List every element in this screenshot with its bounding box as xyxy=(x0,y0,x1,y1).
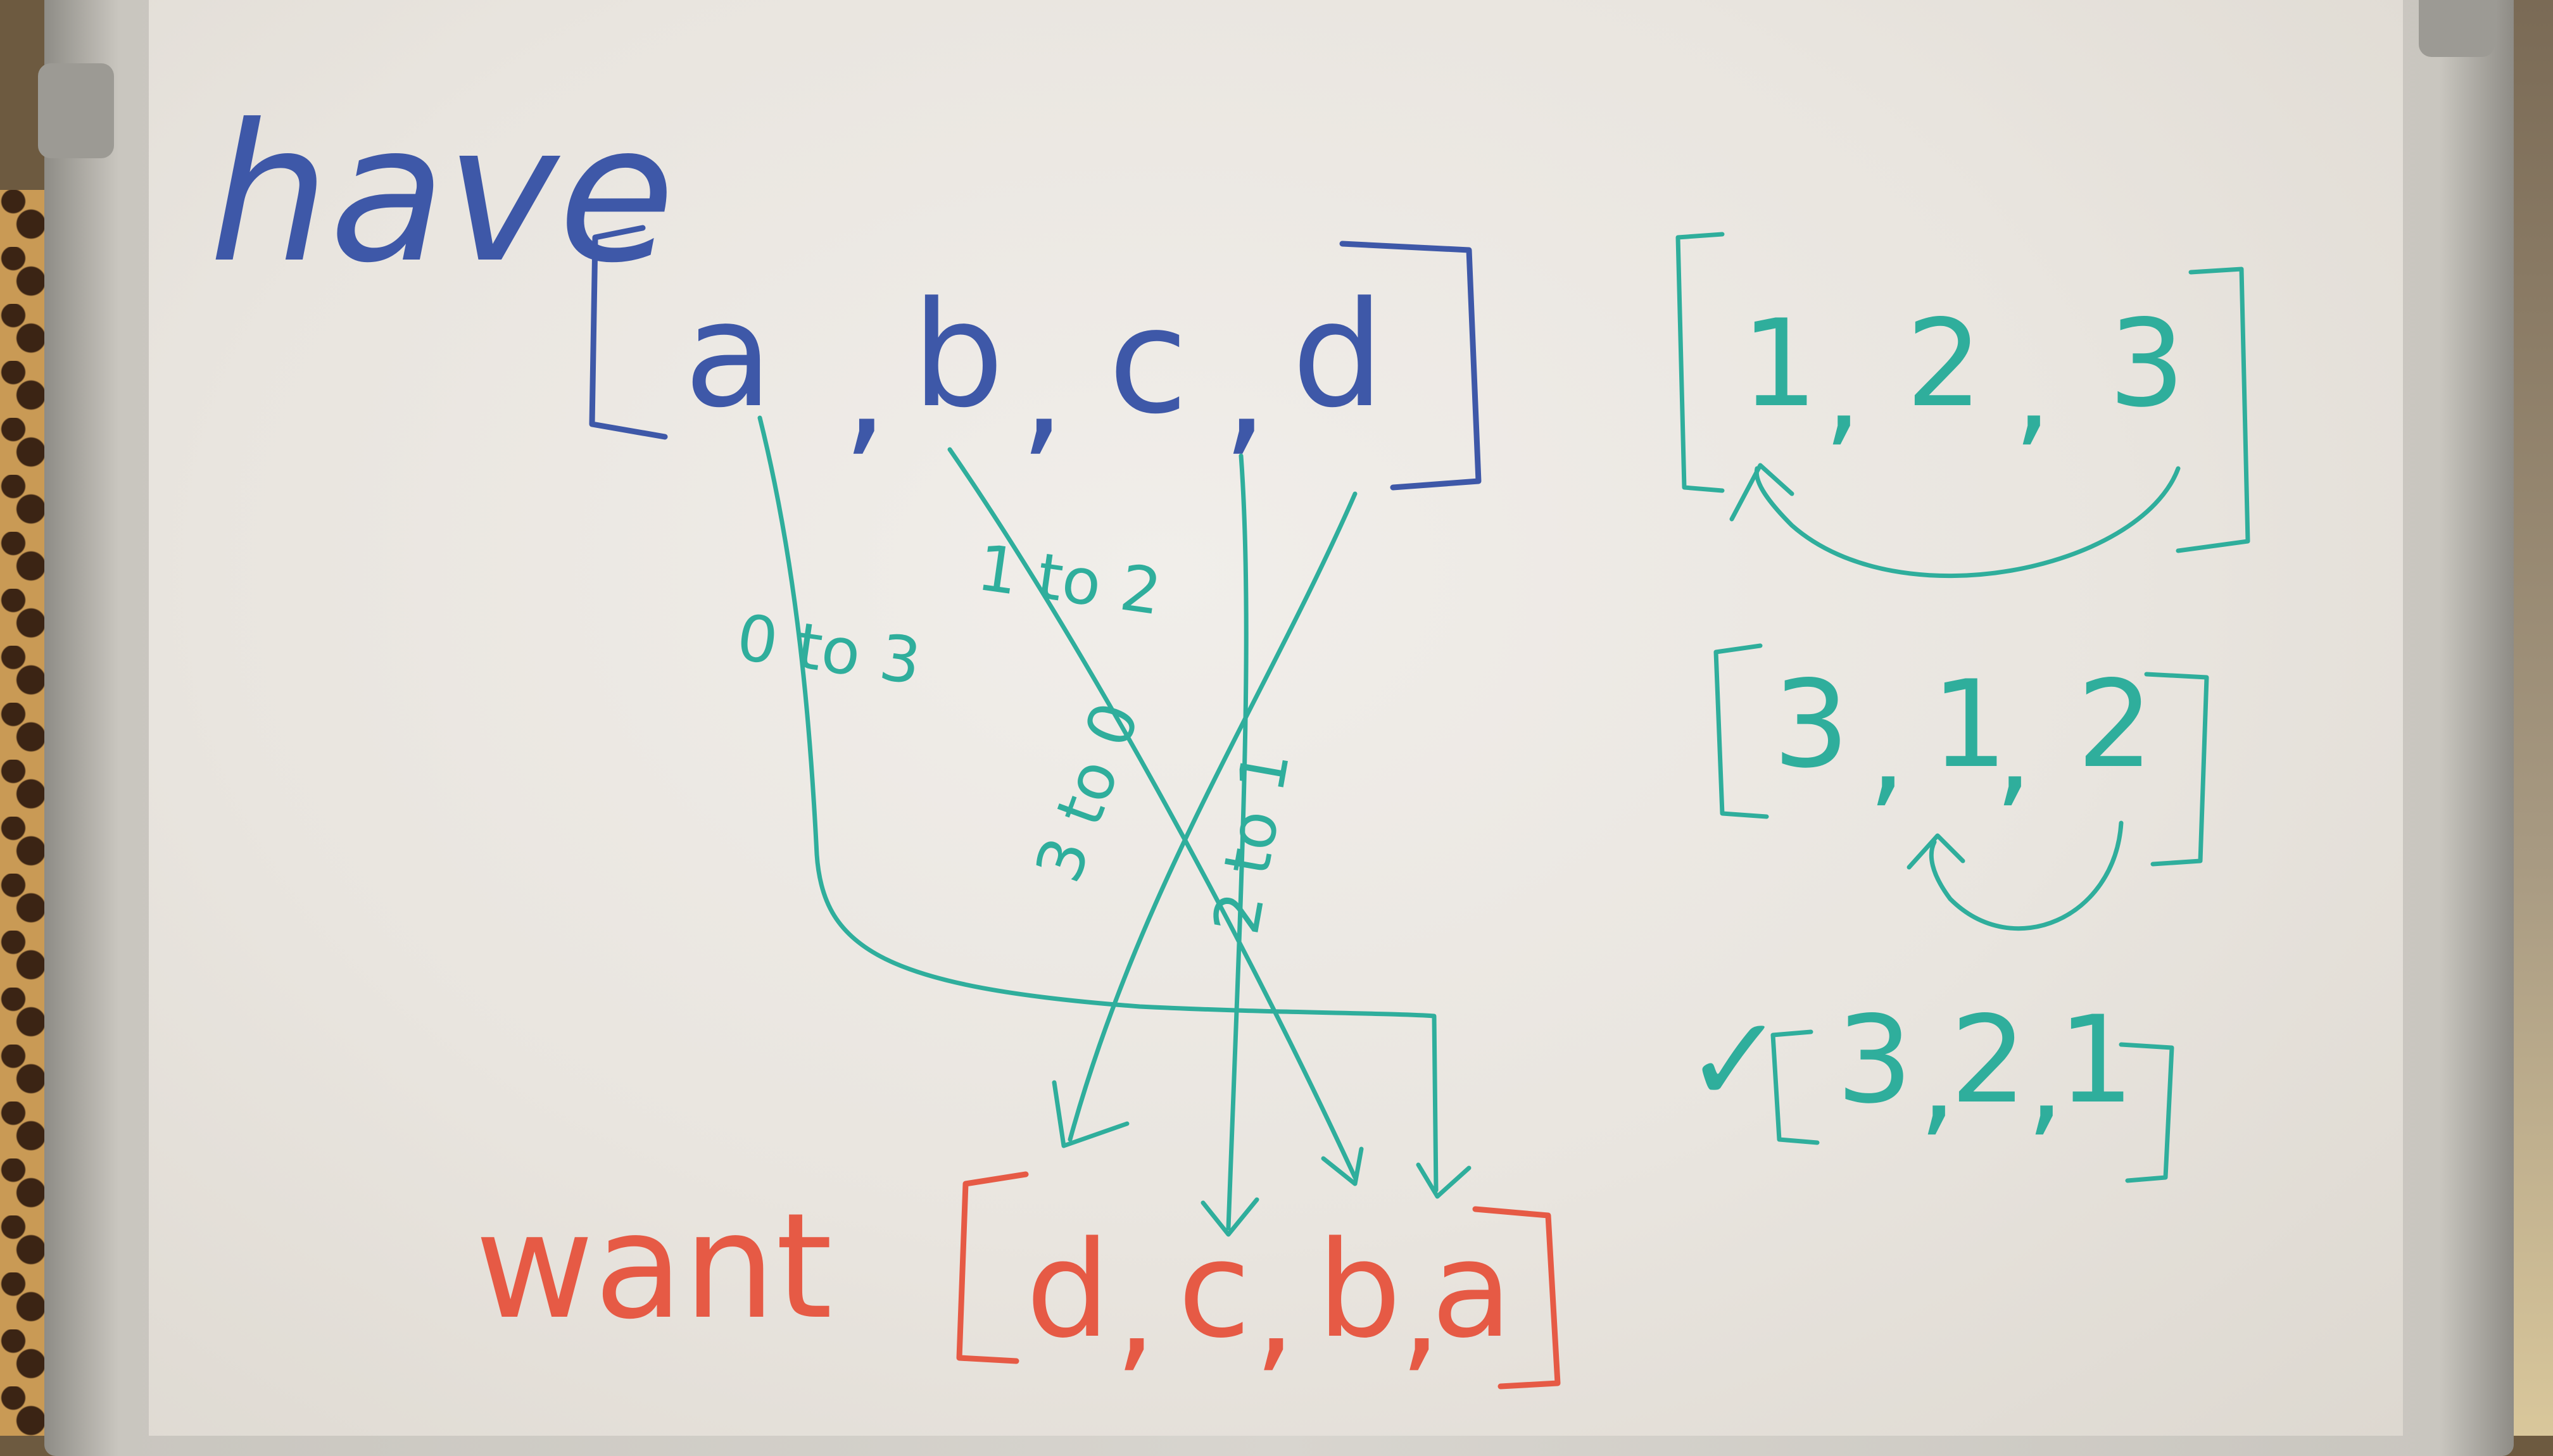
have-comma: , xyxy=(1222,303,1268,472)
note-1-to-2: 1 to 2 xyxy=(973,530,1166,629)
want-comma: , xyxy=(1254,1231,1296,1386)
example1-open-bracket xyxy=(1675,232,1725,493)
rotation-arc-2 xyxy=(1929,820,2124,931)
have-item-a: a xyxy=(684,271,773,440)
example3-comma: , xyxy=(2026,1009,2064,1149)
example2-item-3: 3 xyxy=(1773,655,1850,794)
frame-corner-top-right xyxy=(2419,0,2495,57)
example1-item-2: 2 xyxy=(1906,294,1983,434)
whiteboard-surface xyxy=(149,0,2403,1436)
have-comma: , xyxy=(842,303,888,472)
arrow-c-to-c xyxy=(1226,453,1249,1231)
example2-item-1: 1 xyxy=(1931,655,2008,794)
have-item-b: b xyxy=(912,271,1004,440)
example1-comma: , xyxy=(2014,319,2052,459)
rotation-arrowhead-1 xyxy=(1729,463,1794,522)
example3-close-bracket xyxy=(2119,1042,2174,1183)
example3-item-2: 2 xyxy=(1950,990,2027,1130)
arrowhead-b xyxy=(1321,1146,1364,1186)
rotation-arc-1 xyxy=(1754,466,2181,579)
check-mark: ✓ xyxy=(1684,990,1785,1130)
example2-comma: , xyxy=(1995,680,2033,820)
have-item-d: d xyxy=(1292,271,1384,440)
arrow-a-to-a xyxy=(757,415,1439,1193)
want-label: want xyxy=(475,1183,833,1352)
have-item-c: c xyxy=(1108,277,1188,446)
example3-item-1: 1 xyxy=(2058,990,2134,1130)
example1-item-3: 3 xyxy=(2109,294,2185,434)
arrowhead-d xyxy=(1052,1080,1130,1148)
want-close-bracket xyxy=(1472,1206,1561,1390)
have-label: have xyxy=(209,84,675,304)
arrowhead-c xyxy=(1201,1197,1259,1237)
note-3-to-0: 3 to 0 xyxy=(1021,693,1154,892)
have-comma: , xyxy=(1019,303,1066,472)
rotation-arrowhead-2 xyxy=(1907,833,1965,870)
have-open-bracket xyxy=(589,225,668,440)
arrowhead-a xyxy=(1416,1162,1472,1199)
want-item-c: c xyxy=(1178,1212,1251,1367)
example1-close-bracket xyxy=(2176,267,2250,553)
frame-corner-top-left xyxy=(38,63,114,158)
want-comma: , xyxy=(1114,1231,1157,1386)
example3-open-bracket xyxy=(1770,1029,1820,1145)
example2-comma: , xyxy=(1868,680,1906,820)
note-0-to-3: 0 to 3 xyxy=(733,600,926,699)
arrow-d-to-d xyxy=(1068,491,1358,1142)
want-open-bracket xyxy=(956,1171,1029,1364)
example2-open-bracket xyxy=(1713,643,1769,819)
have-close-bracket xyxy=(1339,241,1482,491)
want-item-a: a xyxy=(1431,1212,1513,1367)
want-item-d: d xyxy=(1026,1212,1110,1367)
example3-comma: , xyxy=(1919,1009,1957,1149)
example1-comma: , xyxy=(1824,319,1862,459)
example1-item-1: 1 xyxy=(1741,294,1818,434)
want-comma: , xyxy=(1399,1231,1442,1386)
example2-close-bracket xyxy=(2144,672,2209,867)
arrow-b-to-b xyxy=(947,447,1358,1180)
example2-item-2: 2 xyxy=(2077,655,2153,794)
want-item-b: b xyxy=(1317,1212,1401,1367)
example3-item-3: 3 xyxy=(1836,990,1913,1130)
